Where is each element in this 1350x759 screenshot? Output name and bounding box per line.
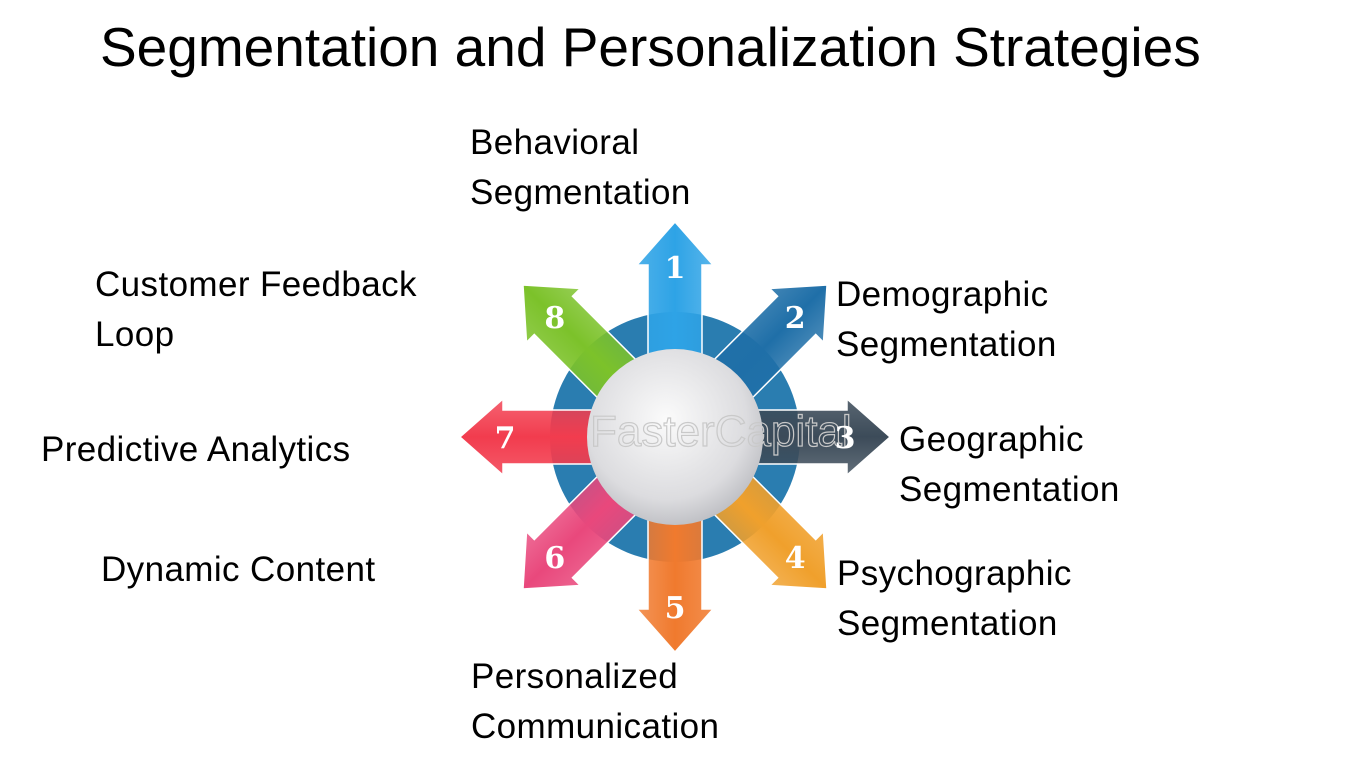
- arrow-number-8: 8: [544, 301, 565, 336]
- arrow-5: [635, 518, 715, 654]
- arrow-8: [522, 284, 638, 400]
- arrow-number-3: 3: [835, 421, 856, 456]
- arrow-number-7: 7: [495, 421, 516, 456]
- arrow-number-2: 2: [785, 301, 806, 336]
- arrow-number-6: 6: [544, 541, 565, 576]
- page-title: Segmentation and Personalization Strateg…: [100, 16, 1201, 78]
- arrow-3: [756, 397, 892, 477]
- arrow-number-5: 5: [665, 591, 686, 626]
- center-sphere: [587, 349, 763, 525]
- label-dynamic-content: Dynamic Content: [101, 550, 376, 589]
- arrow-2: [712, 284, 828, 400]
- arrow-6: [522, 474, 638, 590]
- arrow-7: [458, 397, 594, 477]
- watermark: FasterCapital: [590, 407, 852, 456]
- arrow-1: [635, 220, 715, 356]
- label-predictive-analytics: Predictive Analytics: [41, 430, 351, 469]
- arrow-number-4: 4: [785, 541, 806, 576]
- arrow-4: [712, 474, 828, 590]
- arrow-number-1: 1: [665, 251, 686, 286]
